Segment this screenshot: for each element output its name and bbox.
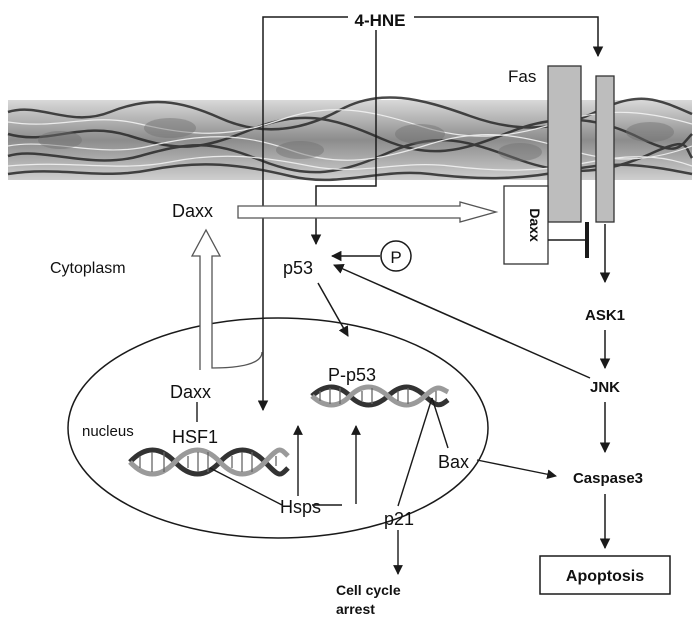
caspase3-label: Caspase3 <box>573 470 643 487</box>
jnk-to-p53-arrow <box>333 264 591 379</box>
daxx-export-arrow <box>190 228 263 370</box>
jnk-label: JNK <box>590 379 620 396</box>
p-p53-label: P-p53 <box>328 365 376 385</box>
cell-membrane <box>7 96 694 182</box>
dna-helix-left <box>128 447 290 477</box>
p53-label: p53 <box>283 258 313 278</box>
daxx-translocation-arrow <box>237 201 499 223</box>
hsf1-label: HSF1 <box>172 427 218 447</box>
p53-to-pp53-arrow <box>317 282 349 337</box>
apoptosis-label: Apoptosis <box>566 568 644 585</box>
apoptosis-box <box>539 555 671 595</box>
cytoplasm-label: Cytoplasm <box>50 260 126 277</box>
fas-label: Fas <box>508 67 536 86</box>
hne-label: 4-HNE <box>354 11 405 30</box>
phosphate-circle <box>380 240 412 272</box>
hsps-label: Hsps <box>280 497 321 517</box>
nucleus-boundary <box>67 317 489 539</box>
bax-label: Bax <box>438 452 469 472</box>
daxx-box <box>503 185 549 265</box>
p21-label: p21 <box>384 509 414 529</box>
daxx-nucleus-label: Daxx <box>170 382 211 402</box>
daxx-cytoplasm-label: Daxx <box>172 201 213 221</box>
fas-receptor <box>547 65 615 223</box>
daxx-box-label: Daxx <box>527 208 543 242</box>
pp53-target-links <box>393 397 557 575</box>
hsps-links <box>209 425 361 506</box>
nucleus-label: nucleus <box>82 423 134 440</box>
phosphate-label: P <box>390 248 401 267</box>
cell-cycle-label-1: Cell cycle <box>336 582 401 598</box>
dna-helix-right <box>310 384 450 408</box>
cell-cycle-label-2: arrest <box>336 601 375 617</box>
ask1-label: ASK1 <box>585 307 625 324</box>
inhibition-bar <box>548 222 589 258</box>
